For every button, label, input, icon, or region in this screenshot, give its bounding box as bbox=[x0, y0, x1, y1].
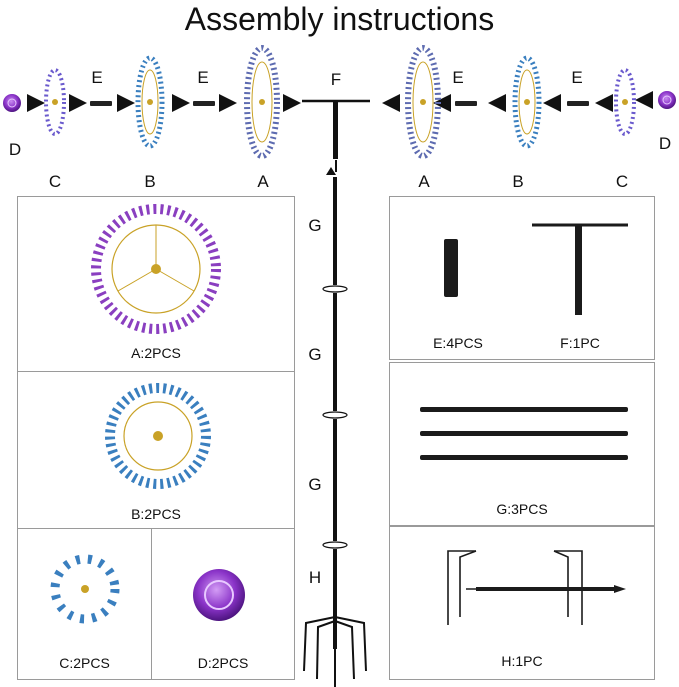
wheel-c-image bbox=[50, 554, 120, 624]
label-c-right: C bbox=[615, 172, 629, 191]
label-e-left-2: E bbox=[197, 68, 209, 87]
page-title: Assembly instructions bbox=[184, 1, 495, 37]
label-a-right: A bbox=[418, 172, 430, 191]
part-panel-d: D:2PCS bbox=[151, 528, 295, 680]
wheel-a-right bbox=[405, 45, 441, 159]
pole-assembly-diagram bbox=[303, 167, 367, 687]
wheel-b-right bbox=[512, 55, 542, 149]
connectors-e bbox=[90, 101, 589, 106]
label-a-left: A bbox=[257, 172, 269, 191]
label-b-right: B bbox=[512, 172, 524, 191]
wheel-b-image bbox=[105, 383, 211, 489]
label-f: F bbox=[330, 70, 342, 89]
part-b-caption: B:2PCS bbox=[131, 506, 181, 522]
label-b-left: B bbox=[144, 172, 156, 191]
assembly-sequence-diagram bbox=[3, 45, 676, 172]
t-bar-f-top bbox=[302, 99, 370, 172]
label-d-left: D bbox=[8, 140, 22, 159]
cap-d-image bbox=[193, 569, 245, 621]
part-h-caption: H:1PC bbox=[501, 653, 543, 669]
part-panel-b: B:2PCS bbox=[17, 371, 295, 529]
label-e-right-2: E bbox=[571, 68, 583, 87]
part-panel-h: H:1PC bbox=[389, 526, 655, 680]
part-panel-g: G:3PCS bbox=[389, 362, 655, 526]
stake-h-image bbox=[447, 550, 626, 625]
part-panel-a: A:2PCS bbox=[17, 196, 295, 372]
label-e-left-1: E bbox=[91, 68, 103, 87]
pole-g-image bbox=[420, 407, 628, 460]
part-g-caption: G:3PCS bbox=[496, 501, 548, 517]
part-d-caption: D:2PCS bbox=[197, 655, 249, 671]
t-bar-f-image bbox=[532, 223, 628, 315]
connector-e-image bbox=[444, 239, 458, 297]
wheel-a-left bbox=[244, 45, 280, 159]
label-g-2: G bbox=[308, 345, 322, 364]
label-g-1: G bbox=[308, 216, 322, 235]
cap-d-left bbox=[3, 94, 21, 112]
wheel-c-right bbox=[614, 68, 636, 136]
part-f-caption: F:1PC bbox=[560, 335, 600, 351]
cap-d-right bbox=[658, 91, 676, 109]
part-panel-c: C:2PCS bbox=[17, 528, 152, 680]
label-g-3: G bbox=[308, 475, 322, 494]
label-c-left: C bbox=[48, 172, 62, 191]
wheel-c-left bbox=[44, 68, 66, 136]
label-h: H bbox=[308, 568, 322, 587]
label-e-right-1: E bbox=[452, 68, 464, 87]
part-c-caption: C:2PCS bbox=[59, 655, 110, 671]
label-d-right: D bbox=[658, 134, 672, 153]
part-a-caption: A:2PCS bbox=[131, 345, 181, 361]
part-e-caption: E:4PCS bbox=[433, 335, 483, 351]
wheel-b-left bbox=[135, 55, 165, 149]
wheel-a-image bbox=[91, 204, 221, 334]
part-panel-e-f: E:4PCS F:1PC bbox=[389, 196, 655, 360]
